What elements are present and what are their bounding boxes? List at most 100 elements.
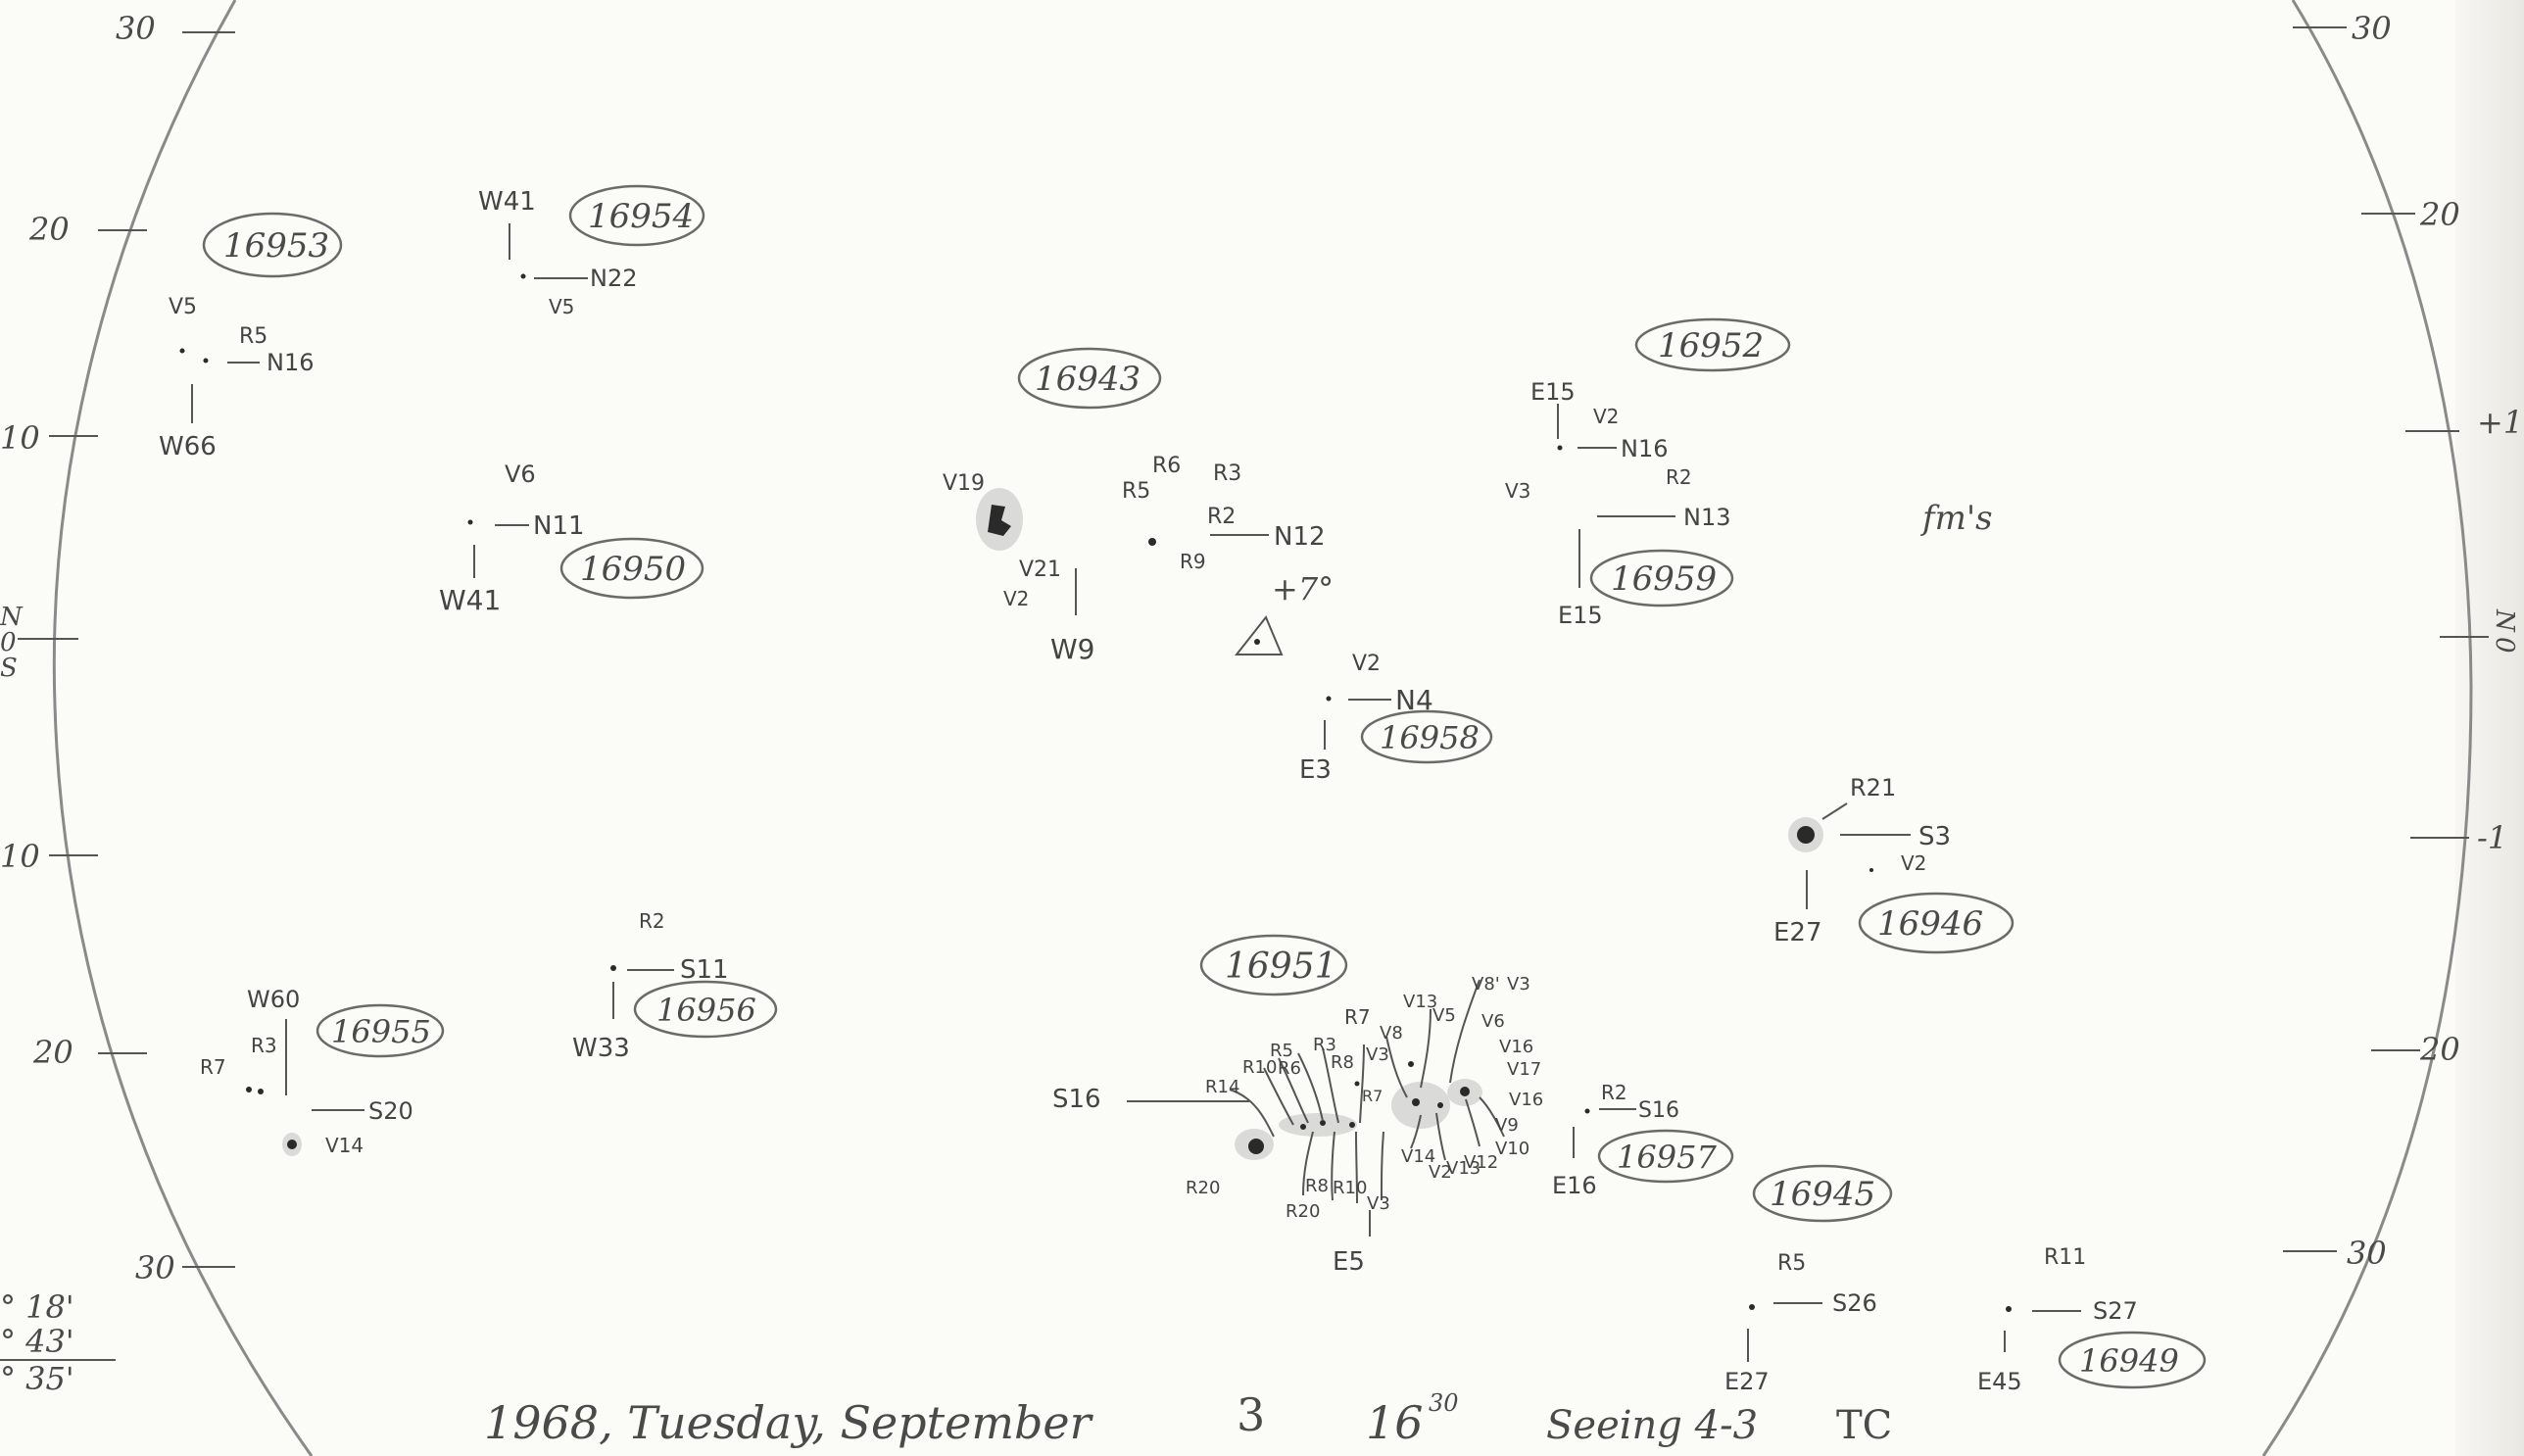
spot-label: V17 bbox=[1507, 1059, 1541, 1080]
spot-label: V14 bbox=[1401, 1146, 1435, 1167]
region-16943: 16943 V19 V21 V2 W9 R5 R6 R3 R2 N12 R9 bbox=[943, 347, 1326, 665]
spot-label: V2 bbox=[1593, 405, 1619, 428]
spot-label: V3 bbox=[1505, 479, 1530, 503]
region-id-oval bbox=[1597, 1129, 1734, 1184]
caption-observer: TC bbox=[1836, 1403, 1892, 1448]
inclination-text: +7° bbox=[1272, 570, 1334, 607]
caption: 1968, Tuesday, September 3 16 30 Seeing … bbox=[484, 1388, 1892, 1449]
spot-label: V16 bbox=[1509, 1090, 1543, 1110]
spot-label: W33 bbox=[572, 1034, 630, 1063]
scale-label: S bbox=[0, 654, 18, 683]
spot-label: V3 bbox=[1366, 1044, 1389, 1065]
spot-label: R5 bbox=[1270, 1041, 1293, 1061]
region-id: 16954 bbox=[588, 197, 694, 236]
spot-label: R8 bbox=[1331, 1052, 1354, 1073]
spot-label: V10 bbox=[1495, 1139, 1529, 1159]
region-id-oval bbox=[1752, 1164, 1893, 1223]
scale-label: 30 bbox=[2347, 1235, 2387, 1272]
scale-label: 30 bbox=[116, 10, 156, 47]
region-id-oval bbox=[633, 980, 778, 1039]
spot-label: V3 bbox=[1507, 974, 1530, 995]
spot-label: V13 bbox=[1446, 1158, 1480, 1179]
spot-label: R11 bbox=[2044, 1245, 2086, 1270]
spot-label: N16 bbox=[267, 349, 315, 376]
scale-label: 20 bbox=[2419, 196, 2460, 233]
caption-day: 3 bbox=[1237, 1388, 1265, 1441]
spot-label: R20 bbox=[1286, 1201, 1320, 1222]
scale-label: 30 bbox=[2352, 10, 2392, 47]
spot-label: W60 bbox=[247, 986, 300, 1013]
region-id: 16950 bbox=[580, 550, 686, 589]
spot-label: R2 bbox=[639, 909, 665, 933]
spot-label: R6 bbox=[1278, 1058, 1301, 1079]
scale-label: 30 bbox=[135, 1249, 175, 1286]
region-id-oval bbox=[568, 184, 705, 247]
spot-label: E27 bbox=[1773, 918, 1822, 947]
region-16950: V6 N11 W41 16950 bbox=[439, 461, 704, 616]
caption-seeing: Seeing 4-3 bbox=[1546, 1403, 1758, 1448]
region-16951: 16951 S16 R14 bbox=[1052, 934, 1543, 1277]
spot-label: W9 bbox=[1050, 633, 1095, 665]
spot-label: R5 bbox=[1777, 1251, 1806, 1276]
spot-label: R6 bbox=[1152, 454, 1181, 478]
region-16955: W60 16955 R3 R7 S20 V14 bbox=[200, 986, 445, 1157]
spot-label: R21 bbox=[1850, 774, 1896, 801]
region-id: 16949 bbox=[2079, 1342, 2179, 1380]
region-16957: R2 S16 E16 16957 bbox=[1552, 1081, 1734, 1199]
spot-label: V14 bbox=[325, 1134, 364, 1157]
region-id-oval bbox=[1360, 709, 1493, 764]
spot-label: R20 bbox=[1186, 1178, 1220, 1198]
spot-label: V6 bbox=[1481, 1011, 1505, 1032]
spot-label: V21 bbox=[1019, 558, 1061, 582]
spot-label: R10 bbox=[1333, 1178, 1367, 1198]
scale-label: N bbox=[2490, 608, 2519, 633]
spot-label: R7 bbox=[200, 1055, 226, 1079]
spot-label: S3 bbox=[1918, 822, 1951, 851]
region-id-oval bbox=[202, 212, 343, 278]
spot-label: W41 bbox=[478, 187, 536, 217]
region-id-oval bbox=[559, 537, 704, 600]
scale-label: 10 bbox=[0, 838, 40, 875]
region-id: 16945 bbox=[1770, 1175, 1875, 1214]
spot-label: E27 bbox=[1724, 1368, 1770, 1395]
region-16956: R2 S11 W33 16956 bbox=[572, 909, 778, 1063]
spot-label: R2 bbox=[1601, 1081, 1627, 1104]
scale-label: 0 bbox=[0, 628, 17, 657]
spot-label: V5 bbox=[169, 295, 197, 319]
spot-label: R14 bbox=[1205, 1077, 1239, 1097]
region-id-oval bbox=[1858, 892, 2014, 954]
triangle-mark bbox=[1234, 615, 1284, 655]
spot-label: E45 bbox=[1977, 1368, 2022, 1395]
spot-label: S27 bbox=[2093, 1297, 2138, 1325]
spot-label: E3 bbox=[1299, 755, 1332, 785]
spot-label: V2 bbox=[1352, 652, 1381, 676]
spot-label: R5 bbox=[239, 324, 267, 349]
spot-label: S20 bbox=[368, 1097, 413, 1125]
spot-label: S26 bbox=[1832, 1289, 1877, 1317]
spot-label: W66 bbox=[159, 432, 217, 461]
spot-label: V13 bbox=[1403, 992, 1437, 1012]
region-id-oval bbox=[1017, 347, 1162, 410]
spot-label: R7 bbox=[1344, 1005, 1371, 1029]
region-id-oval bbox=[316, 1003, 445, 1058]
region-16952: 16952 E15 V2 N16 V3 R2 N13 E15 bbox=[1505, 317, 1791, 629]
corner-note: ° 43' bbox=[0, 1323, 74, 1360]
spot-label: N12 bbox=[1274, 522, 1326, 552]
spot-label: E16 bbox=[1552, 1172, 1597, 1199]
spot-label: W41 bbox=[439, 584, 501, 616]
spot-label: R7 bbox=[1362, 1087, 1383, 1105]
spot-label: V2 bbox=[1901, 851, 1926, 875]
spot-label: R10 bbox=[1242, 1057, 1277, 1078]
faculae-note: fm's bbox=[1919, 499, 1993, 538]
spot-label: S11 bbox=[680, 955, 729, 985]
left-scale-labels: 30 20 10 N 0 S 10 20 30 bbox=[0, 10, 175, 1286]
caption-time: 16 bbox=[1366, 1396, 1424, 1449]
spot-label: N22 bbox=[590, 265, 638, 292]
spot-label: V3 bbox=[1367, 1193, 1390, 1214]
region-id: 16955 bbox=[331, 1013, 431, 1050]
left-scale-ticks bbox=[18, 31, 235, 1268]
scale-label: -1 bbox=[2477, 819, 2507, 856]
spot-label: R9 bbox=[1180, 550, 1206, 573]
region-id: 16959 bbox=[1611, 559, 1717, 599]
spot-label: N13 bbox=[1683, 504, 1731, 531]
